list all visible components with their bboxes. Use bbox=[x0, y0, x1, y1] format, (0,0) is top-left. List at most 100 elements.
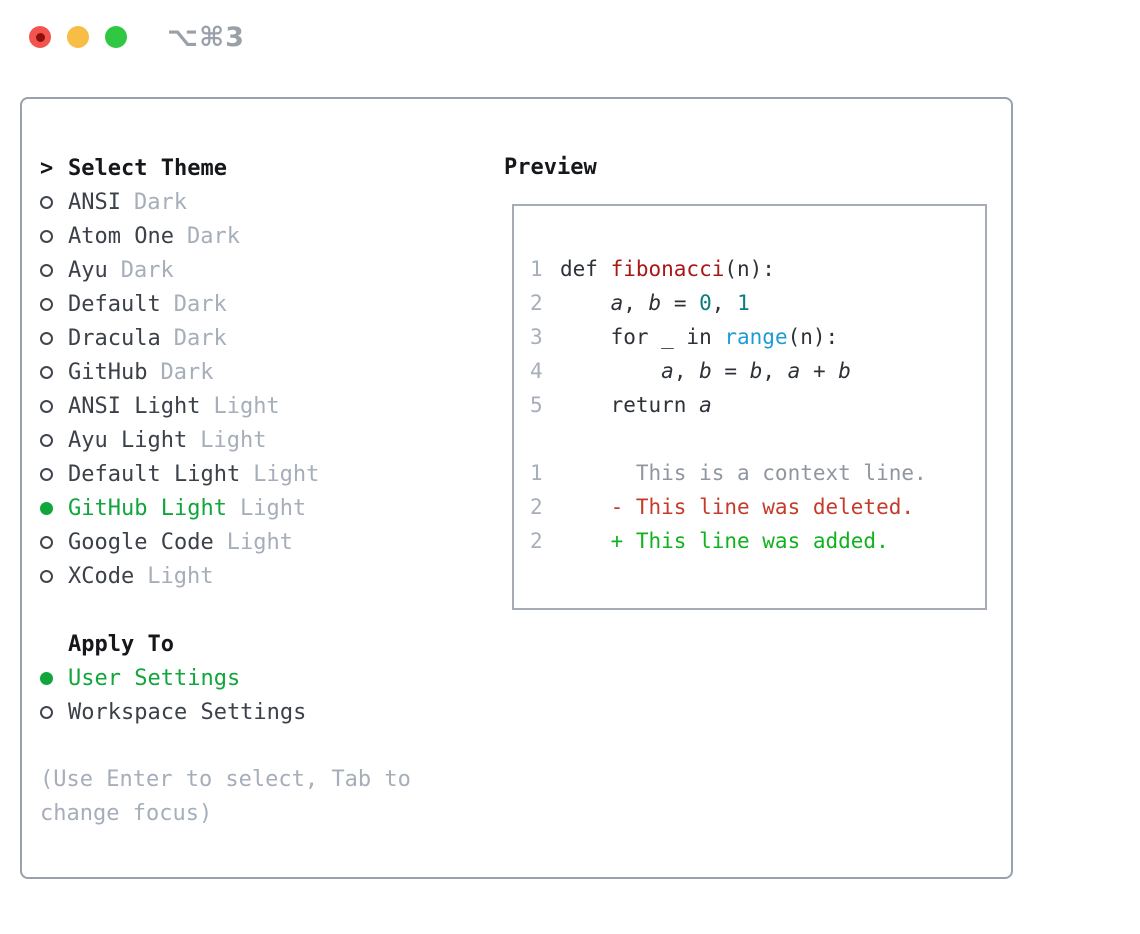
radio-circle bbox=[40, 501, 53, 515]
line-number: 4 bbox=[530, 359, 543, 383]
radio-circle bbox=[40, 263, 53, 277]
code-token: + This line was added. bbox=[560, 529, 889, 553]
code-token: = bbox=[711, 359, 750, 383]
code-line: 2 + This line was added. bbox=[530, 524, 973, 558]
code-token: b bbox=[648, 291, 662, 315]
theme-variant: Light bbox=[226, 529, 293, 555]
preview-title: Preview bbox=[504, 155, 597, 180]
radio-circle bbox=[40, 705, 53, 719]
code-token: , bbox=[711, 291, 738, 315]
theme-variant: Dark bbox=[160, 359, 214, 385]
code-token: a bbox=[699, 393, 712, 417]
code-token: , bbox=[762, 359, 788, 383]
theme-variant: Light bbox=[253, 461, 320, 487]
radio-circle bbox=[40, 331, 53, 345]
radio-circle bbox=[40, 671, 53, 685]
code-token: , bbox=[623, 291, 649, 315]
apply-option-label: Workspace Settings bbox=[68, 699, 307, 725]
radio-circle bbox=[40, 467, 53, 481]
radio-icon bbox=[40, 399, 68, 413]
code-token: = bbox=[661, 291, 700, 315]
code-line: 5 return a bbox=[530, 388, 973, 422]
radio-circle bbox=[40, 433, 53, 447]
theme-option-ayu-light[interactable]: Ayu Light Light bbox=[40, 423, 485, 457]
maximize-button[interactable] bbox=[105, 26, 127, 48]
radio-circle bbox=[40, 569, 53, 583]
code-token: a bbox=[661, 359, 674, 383]
selection-caret: > bbox=[40, 155, 54, 181]
radio-icon bbox=[40, 331, 68, 345]
theme-variant: Light bbox=[200, 427, 267, 453]
code-token: def bbox=[560, 257, 611, 281]
theme-option-ayu[interactable]: Ayu Dark bbox=[40, 253, 485, 287]
theme-option-github[interactable]: GitHub Dark bbox=[40, 355, 485, 389]
radio-icon bbox=[40, 433, 68, 447]
theme-option-atom-one[interactable]: Atom One Dark bbox=[40, 219, 485, 253]
theme-option-default[interactable]: Default Dark bbox=[40, 287, 485, 321]
radio-circle bbox=[40, 229, 53, 243]
code-token: + bbox=[800, 359, 839, 383]
code-token: b bbox=[749, 359, 763, 383]
theme-variant: Dark bbox=[173, 325, 227, 351]
window-shortcut-label: ⌥⌘3 bbox=[167, 22, 245, 53]
code-line: 2 a, b = 0, 1 bbox=[530, 286, 973, 320]
theme-variant: Dark bbox=[186, 223, 240, 249]
radio-selected-icon bbox=[40, 501, 68, 515]
record-dot-icon bbox=[35, 32, 45, 42]
theme-variant: Dark bbox=[120, 257, 174, 283]
radio-icon bbox=[40, 569, 68, 583]
code-token: - This line was deleted. bbox=[560, 495, 915, 519]
apply-option-user-settings[interactable]: User Settings bbox=[40, 661, 485, 695]
theme-name: Default bbox=[68, 291, 161, 317]
code-token bbox=[560, 359, 661, 383]
radio-icon bbox=[40, 705, 68, 719]
code-token: return bbox=[560, 393, 700, 417]
theme-name: GitHub bbox=[68, 359, 148, 385]
selector-title: Select Theme bbox=[68, 155, 227, 181]
theme-name: ANSI Light bbox=[68, 393, 201, 419]
code-line bbox=[530, 422, 973, 456]
apply-to-header: Apply To bbox=[40, 627, 485, 661]
line-number: 2 bbox=[530, 529, 543, 553]
code-line: 2 - This line was deleted. bbox=[530, 490, 973, 524]
theme-option-github-light[interactable]: GitHub Light Light bbox=[40, 491, 485, 525]
titlebar: ⌥⌘3 bbox=[0, 0, 1140, 74]
line-number: 5 bbox=[530, 393, 543, 417]
code-token: b bbox=[838, 359, 851, 383]
theme-name: Ayu Light bbox=[68, 427, 188, 453]
radio-circle bbox=[40, 399, 53, 413]
radio-icon bbox=[40, 365, 68, 379]
code-token: a bbox=[787, 359, 801, 383]
theme-variant: Dark bbox=[173, 291, 227, 317]
line-number: 1 bbox=[530, 461, 543, 485]
apply-to-title: Apply To bbox=[68, 631, 174, 657]
theme-variant: Dark bbox=[133, 189, 187, 215]
theme-name: Ayu bbox=[68, 257, 108, 283]
radio-circle bbox=[40, 535, 53, 549]
code-token: a bbox=[610, 291, 624, 315]
radio-icon bbox=[40, 297, 68, 311]
hint-text: (Use Enter to select, Tab to change focu… bbox=[40, 767, 411, 826]
line-number: 2 bbox=[530, 495, 543, 519]
close-button[interactable] bbox=[29, 26, 51, 48]
theme-name: GitHub Light bbox=[68, 495, 227, 521]
apply-option-workspace-settings[interactable]: Workspace Settings bbox=[40, 695, 485, 729]
apply-option-label: User Settings bbox=[68, 665, 241, 691]
theme-name: Atom One bbox=[68, 223, 174, 249]
minimize-button[interactable] bbox=[67, 26, 89, 48]
theme-variant: Light bbox=[239, 495, 307, 521]
code-token: 0 bbox=[699, 291, 712, 315]
radio-circle bbox=[40, 297, 53, 311]
